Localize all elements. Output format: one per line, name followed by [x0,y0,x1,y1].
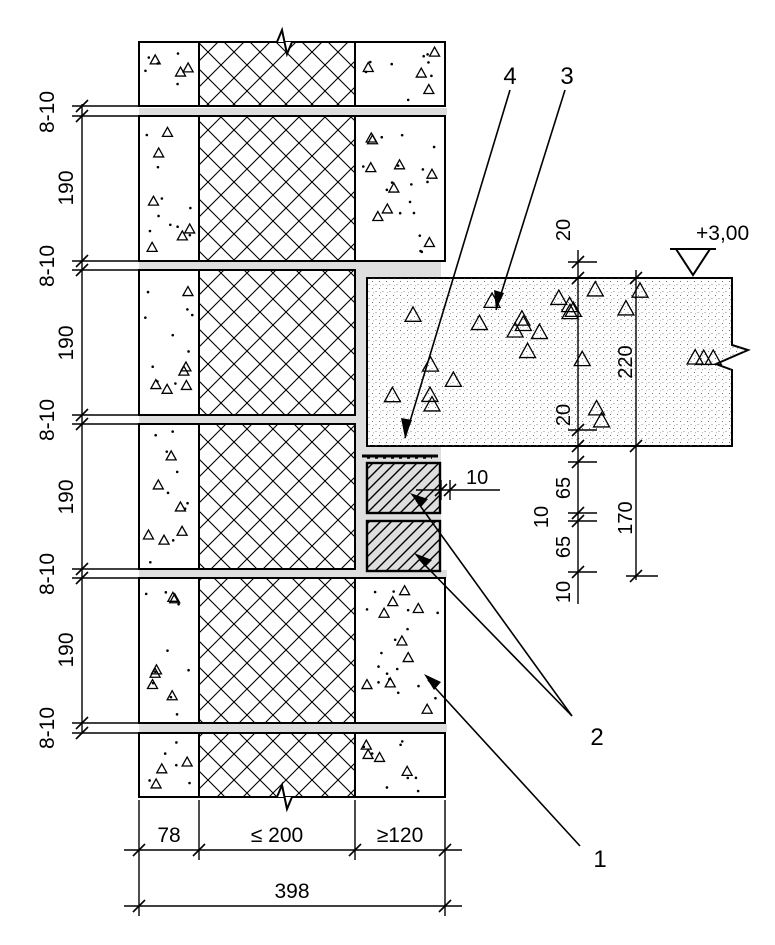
dim-inner-layer: ≥120 [377,824,424,847]
callout-3: 3 [560,63,573,90]
dim-course-1: 190 [55,170,78,205]
level-label: +3,00 [696,222,749,245]
dim-core-layer: ≤ 200 [251,824,303,847]
dim-course-3: 190 [55,479,78,514]
insulation-core-layer [198,26,356,813]
callout-1: 1 [593,846,606,873]
callout-leaders [404,89,581,847]
lintel-dimensions: 65 10 65 10 [531,455,597,604]
dim-joint-3: 8-10 [36,399,59,441]
dim-course-4: 190 [55,632,78,667]
callout-2: 2 [590,724,603,751]
dim-lintel-gap: 10 [531,506,553,528]
dim-lintel-total: 170 [615,501,637,534]
dim-lintel-upper: 65 [553,477,575,499]
left-dimension-chain: 8-10 190 8-10 190 8-10 190 8-10 190 8-10 [36,91,140,749]
dim-screed-bottom: 20 [553,404,575,426]
dim-joint-2: 8-10 [36,245,59,287]
dim-joint-5: 8-10 [36,707,59,749]
dim-joint-1: 8-10 [36,91,59,133]
lintel-blocks [362,454,442,573]
aggregate-markers [142,45,723,793]
dim-joint-4: 8-10 [36,553,59,595]
callout-4: 4 [503,63,516,90]
side-gap-dimension: 10 [416,467,500,500]
dim-slab-thickness: 220 [615,345,637,378]
slab-dimensions: 20 20 220 170 [553,219,658,583]
dim-lintel-gap-bottom: 10 [553,581,575,603]
dim-screed-top: 20 [553,219,575,241]
dim-course-2: 190 [55,325,78,360]
dim-outer-layer: 78 [157,824,180,847]
dim-lintel-lower: 65 [553,536,575,558]
dim-side-gap: 10 [466,467,488,489]
callout-arrowheads [401,290,504,690]
outer-concrete-layer [138,41,200,798]
level-marker: +3,00 [632,222,749,279]
bottom-dimensions: 78 ≤ 200 ≥120 398 [124,800,462,916]
floor-slab [366,277,751,447]
dim-total-width: 398 [274,880,309,903]
